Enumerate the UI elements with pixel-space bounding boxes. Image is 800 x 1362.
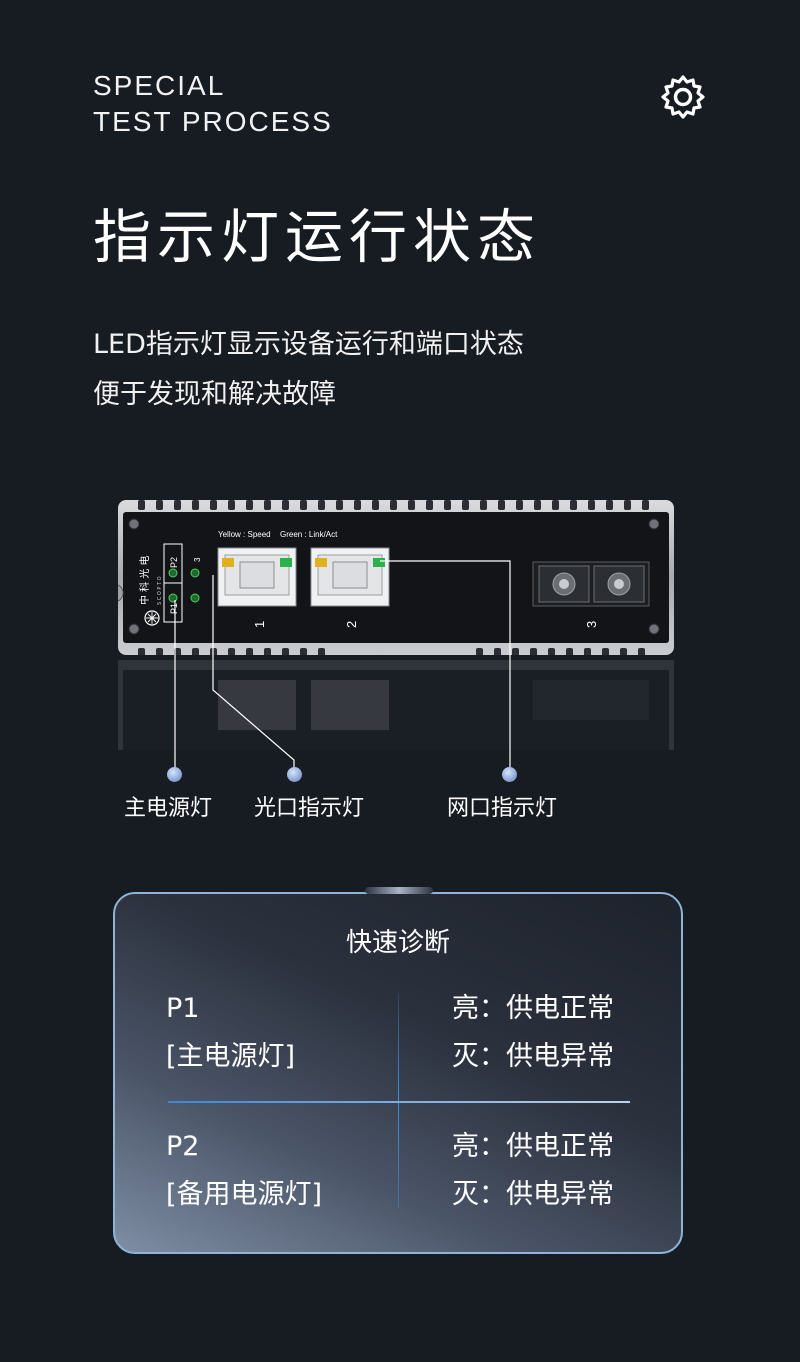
legend-yellow: Yellow : Speed bbox=[218, 530, 271, 539]
brand-subtext: S C O P T O bbox=[157, 576, 163, 605]
row-2-on: 亮：供电正常 bbox=[452, 1131, 614, 1162]
section-eyebrow: SPECIAL TEST PROCESS bbox=[93, 68, 333, 140]
port-1-label: 1 bbox=[252, 621, 267, 628]
diagnosis-row-1-status: 亮：供电正常 灭：供电异常 bbox=[452, 985, 614, 1081]
callout-dot-main-power bbox=[167, 767, 182, 782]
label-p2: P2 bbox=[169, 557, 179, 568]
diagnosis-row-2-status: 亮：供电正常 灭：供电异常 bbox=[452, 1123, 614, 1219]
device-illustration: Yellow : Speed Green : Link/Act 中 科 光 电 … bbox=[118, 500, 674, 655]
eyebrow-line-2: TEST PROCESS bbox=[93, 106, 333, 137]
rj45-port-2: 2 bbox=[310, 547, 390, 628]
callout-main-power: 主电源灯 bbox=[124, 796, 213, 821]
row-2-name: P2 bbox=[166, 1131, 200, 1162]
callout-optical: 光口指示灯 bbox=[254, 796, 365, 821]
legend-green: Green : Link/Act bbox=[280, 530, 338, 539]
row-1-sub: [主电源灯] bbox=[166, 1041, 296, 1072]
diagnosis-title: 快速诊断 bbox=[345, 928, 450, 958]
led-optical-1 bbox=[190, 568, 200, 578]
label-led3: 3 bbox=[193, 557, 202, 562]
brand-logo bbox=[144, 610, 160, 626]
port-3-label: 3 bbox=[584, 621, 599, 628]
led-optical-2 bbox=[190, 593, 200, 603]
rj45-port-1: 1 bbox=[217, 547, 297, 628]
card-notch bbox=[365, 887, 433, 894]
callout-lines bbox=[174, 560, 511, 775]
gear-icon bbox=[661, 75, 705, 119]
row-2-sub: [备用电源灯] bbox=[166, 1179, 323, 1210]
callout-network: 网口指示灯 bbox=[447, 796, 558, 821]
callout-dot-optical bbox=[287, 767, 302, 782]
led-p2 bbox=[168, 568, 178, 578]
diagnosis-divider-horizontal bbox=[168, 1101, 630, 1103]
port-2-label: 2 bbox=[344, 621, 359, 628]
diagnosis-divider-vertical bbox=[398, 993, 399, 1208]
row-2-off: 灭：供电异常 bbox=[452, 1179, 614, 1210]
callout-dot-network bbox=[502, 767, 517, 782]
description-line-1: LED指示灯显示设备运行和端口状态 bbox=[93, 329, 524, 360]
page-description: LED指示灯显示设备运行和端口状态 便于发现和解决故障 bbox=[93, 320, 524, 420]
description-line-2: 便于发现和解决故障 bbox=[93, 379, 336, 410]
diagnosis-row-1-label: P1 [主电源灯] bbox=[166, 985, 295, 1081]
fiber-port-3: 3 bbox=[532, 561, 650, 628]
row-1-name: P1 bbox=[166, 993, 200, 1024]
brand-text: 中 科 光 电 bbox=[138, 555, 151, 605]
device-reflection bbox=[118, 660, 674, 750]
row-1-off: 灭：供电异常 bbox=[452, 1041, 614, 1072]
row-1-on: 亮：供电正常 bbox=[452, 993, 614, 1024]
eyebrow-line-1: SPECIAL bbox=[93, 70, 226, 101]
label-p1: P1 bbox=[169, 603, 179, 614]
diagnosis-row-2-label: P2 [备用电源灯] bbox=[166, 1123, 322, 1219]
page-title: 指示灯运行状态 bbox=[93, 203, 542, 271]
